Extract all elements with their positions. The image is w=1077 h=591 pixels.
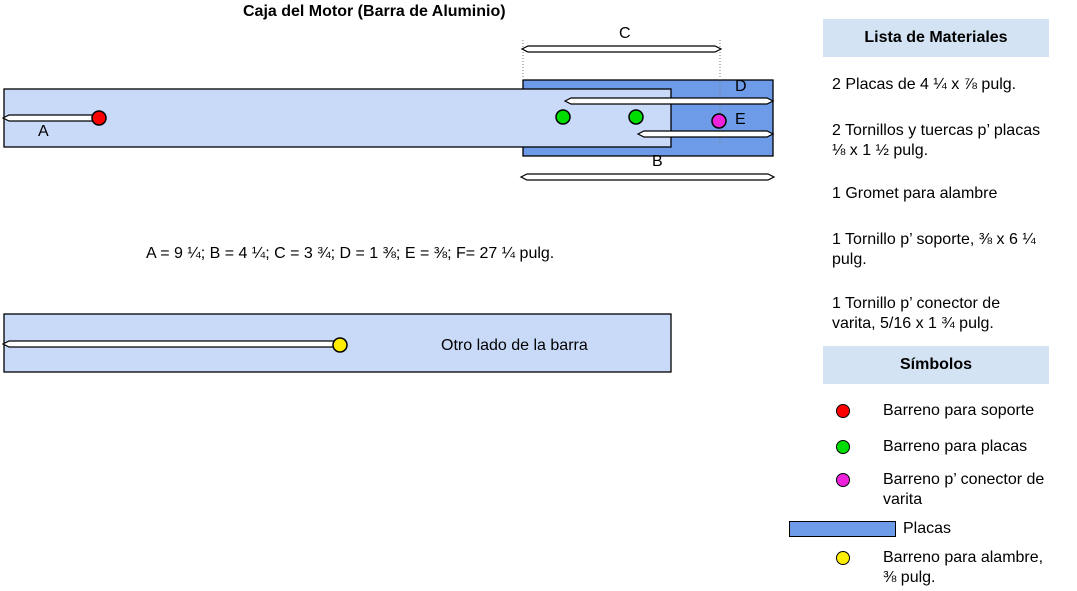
plate-hole-2 — [628, 109, 644, 125]
legend-connector-hole-icon — [836, 473, 850, 487]
label-b: B — [652, 153, 663, 170]
dimensions-text: A = 9 ¼; B = 4 ¼; C = 3 ¾; D = 1 ⅜; E = … — [146, 245, 555, 262]
dimension-arrow-d — [563, 97, 775, 105]
legend-support-hole-icon — [836, 404, 850, 418]
symbols-header: Símbolos — [823, 346, 1049, 384]
label-c: C — [619, 25, 631, 42]
support-hole — [91, 110, 107, 126]
dimension-arrow-a — [1, 114, 101, 122]
materials-header: Lista de Materiales — [823, 19, 1049, 57]
material-item-1: 2 Placas de 4 ¼ x ⅞ pulg. — [832, 76, 1017, 93]
diagram-title: Caja del Motor (Barra de Aluminio) — [243, 3, 506, 20]
dimension-arrow-c — [520, 45, 723, 53]
material-item-3: 1 Gromet para alambre — [832, 185, 998, 202]
legend-wire-hole-icon — [836, 551, 850, 565]
material-item-4: 1 Tornillo p’ soporte, ⅜ x 6 ¼ pulg. — [832, 231, 1036, 268]
wire-hole — [332, 337, 348, 353]
plate-hole-1 — [555, 109, 571, 125]
other-side-label: Otro lado de la barra — [441, 337, 588, 354]
dimension-arrow-b — [519, 173, 776, 181]
label-e: E — [735, 111, 746, 128]
dimension-arrow-e — [636, 130, 775, 138]
wire-arrow — [1, 340, 341, 348]
legend-connector-hole-label: Barreno p’ conector de varita — [883, 471, 1045, 508]
legend-plates-label: Placas — [903, 520, 952, 537]
connector-hole — [711, 113, 727, 129]
material-item-2: 2 Tornillos y tuercas p’ placas ⅛ x 1 ½ … — [832, 122, 1041, 159]
legend-plate-hole-icon — [836, 440, 850, 454]
legend-plate-hole-label: Barreno para placas — [883, 438, 1028, 455]
label-d: D — [735, 78, 747, 95]
label-a: A — [38, 123, 49, 140]
material-item-5: 1 Tornillo p’ conector de varita, 5/16 x… — [832, 295, 1001, 332]
legend-support-hole-label: Barreno para soporte — [883, 402, 1035, 419]
legend-wire-hole-label: Barreno para alambre, ⅜ pulg. — [883, 549, 1044, 586]
legend-plates-icon — [789, 521, 896, 537]
